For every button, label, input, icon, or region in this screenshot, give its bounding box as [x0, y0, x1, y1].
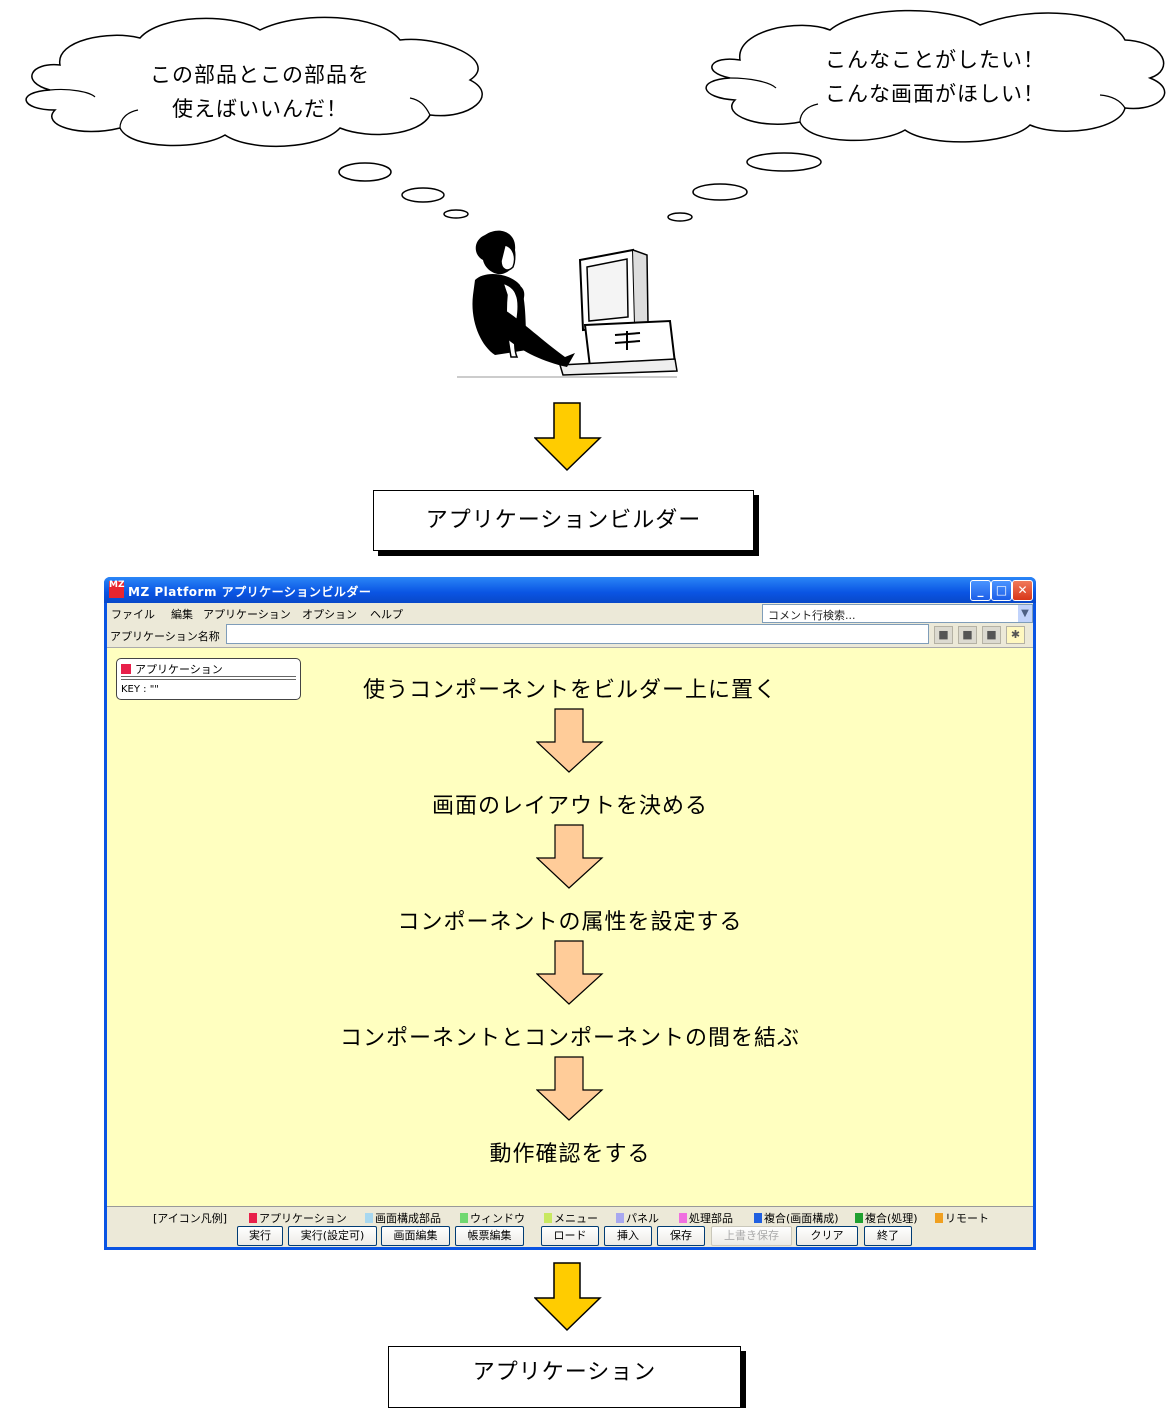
window-title: MZ Platform アプリケーションビルダー	[128, 585, 372, 599]
save-button[interactable]: 保存	[657, 1226, 705, 1246]
new-folder-icon[interactable]: ✱	[1006, 626, 1025, 644]
down-arrow-icon	[536, 1056, 604, 1121]
right-cloud-line1: こんなことがしたい！	[825, 48, 1045, 72]
app-name-bar: アプリケーション名称 ■ ■ ■ ✱	[107, 623, 1033, 645]
down-arrow-icon	[536, 708, 604, 773]
comment-search-combo[interactable]: コメント行検索... ▼	[762, 604, 1033, 623]
right-cloud	[705, 9, 1166, 143]
step-place-components: 使うコンポーネントをビルダー上に置く	[362, 678, 777, 703]
application-label: アプリケーション	[388, 1346, 741, 1408]
legend-item-composite-process: 複合(処理)	[855, 1210, 918, 1226]
app-builder-window: MZ MZ Platform アプリケーションビルダー _ □ ✕ ファイル 編…	[104, 577, 1036, 1250]
left-cloud	[25, 16, 483, 148]
app-name-label: アプリケーション名称	[110, 630, 220, 643]
application-component-title: アプリケーション	[135, 663, 223, 676]
legend-item-processing: 処理部品	[679, 1210, 733, 1226]
legend-item-window: ウィンドウ	[460, 1210, 525, 1226]
left-cloud-line2: 使えばいいんだ！	[172, 97, 348, 121]
insert-button[interactable]: 挿入	[604, 1226, 652, 1246]
menu-bar: ファイル 編集 アプリケーション オプション ヘルプ コメント行検索... ▼	[107, 603, 1033, 623]
form-edit-button[interactable]: 帳票編集	[455, 1226, 524, 1246]
chevron-down-icon[interactable]: ▼	[1018, 605, 1032, 622]
window-client: ファイル 編集 アプリケーション オプション ヘルプ コメント行検索... ▼ …	[107, 603, 1033, 1247]
application-component[interactable]: アプリケーション KEY : ""	[116, 658, 301, 700]
legend-item-remote: リモート	[935, 1210, 989, 1226]
clear-button[interactable]: クリア	[796, 1226, 858, 1246]
menu-application[interactable]: アプリケーション	[203, 608, 291, 621]
step-decide-layout: 画面のレイアウトを決める	[431, 794, 708, 819]
thought-bubbles	[25, 9, 1166, 222]
component-divider	[121, 676, 296, 680]
load-button[interactable]: ロード	[541, 1226, 599, 1246]
icon-legend: [アイコン凡例] アプリケーション 画面構成部品 ウィンドウ メニュー パネル …	[107, 1206, 1033, 1225]
application-component-key: KEY : ""	[121, 684, 159, 695]
legend-item-application: アプリケーション	[249, 1210, 347, 1226]
left-cloud-line1: この部品とこの部品を	[150, 63, 370, 87]
app-name-input[interactable]	[226, 624, 929, 644]
legend-item-composite-screen: 複合(画面構成)	[754, 1210, 839, 1226]
app-builder-label: アプリケーションビルダー	[373, 490, 754, 551]
right-cloud-text: こんなことがしたい！ こんな画面がほしい！	[745, 43, 1125, 111]
close-button[interactable]: ✕	[1012, 580, 1033, 601]
mz-logo-icon: MZ	[109, 581, 124, 598]
folder-icon[interactable]: ■	[934, 626, 953, 644]
application-icon	[121, 664, 131, 674]
step-verify-operation: 動作確認をする	[489, 1142, 651, 1167]
run-configurable-button[interactable]: 実行(設定可)	[288, 1226, 377, 1246]
down-arrow-icon	[536, 824, 604, 889]
menu-edit[interactable]: 編集	[171, 608, 193, 621]
legend-prefix: [アイコン凡例]	[153, 1212, 228, 1225]
screen-edit-button[interactable]: 画面編集	[381, 1226, 450, 1246]
step-connect-components: コンポーネントとコンポーネントの間を結ぶ	[339, 1026, 800, 1051]
maximize-button[interactable]: □	[991, 580, 1012, 601]
left-cloud-text: この部品とこの部品を 使えばいいんだ！	[70, 58, 450, 126]
legend-item-menu: メニュー	[544, 1210, 598, 1226]
title-bar[interactable]: MZ MZ Platform アプリケーションビルダー _ □ ✕	[104, 577, 1036, 603]
folder-open-icon[interactable]: ■	[958, 626, 977, 644]
folder-closed-icon[interactable]: ■	[982, 626, 1001, 644]
minimize-button[interactable]: _	[970, 580, 991, 601]
menu-help[interactable]: ヘルプ	[370, 608, 403, 621]
legend-item-screen-parts: 画面構成部品	[365, 1210, 441, 1226]
person-at-computer-illustration	[457, 230, 678, 378]
run-button[interactable]: 実行	[237, 1226, 283, 1246]
button-bar: 実行 実行(設定可) 画面編集 帳票編集 ロード 挿入 保存 上書き保存 クリア…	[107, 1225, 1033, 1247]
arrow-shape	[534, 402, 602, 472]
builder-canvas[interactable]: アプリケーション KEY : "" 使うコンポーネントをビルダー上に置く 画面の…	[107, 647, 1033, 1206]
legend-item-panel: パネル	[616, 1210, 659, 1226]
comment-search-value: コメント行検索...	[768, 609, 856, 622]
exit-button[interactable]: 終了	[864, 1226, 912, 1246]
menu-option[interactable]: オプション	[302, 608, 357, 621]
overwrite-save-button[interactable]: 上書き保存	[711, 1226, 792, 1246]
down-arrow-icon	[536, 940, 604, 1005]
menu-file[interactable]: ファイル	[111, 608, 155, 621]
right-cloud-line2: こんな画面がほしい！	[825, 82, 1045, 106]
down-arrow-icon	[534, 1262, 602, 1332]
down-arrow-icon	[534, 402, 602, 472]
step-set-attributes: コンポーネントの属性を設定する	[397, 910, 743, 935]
